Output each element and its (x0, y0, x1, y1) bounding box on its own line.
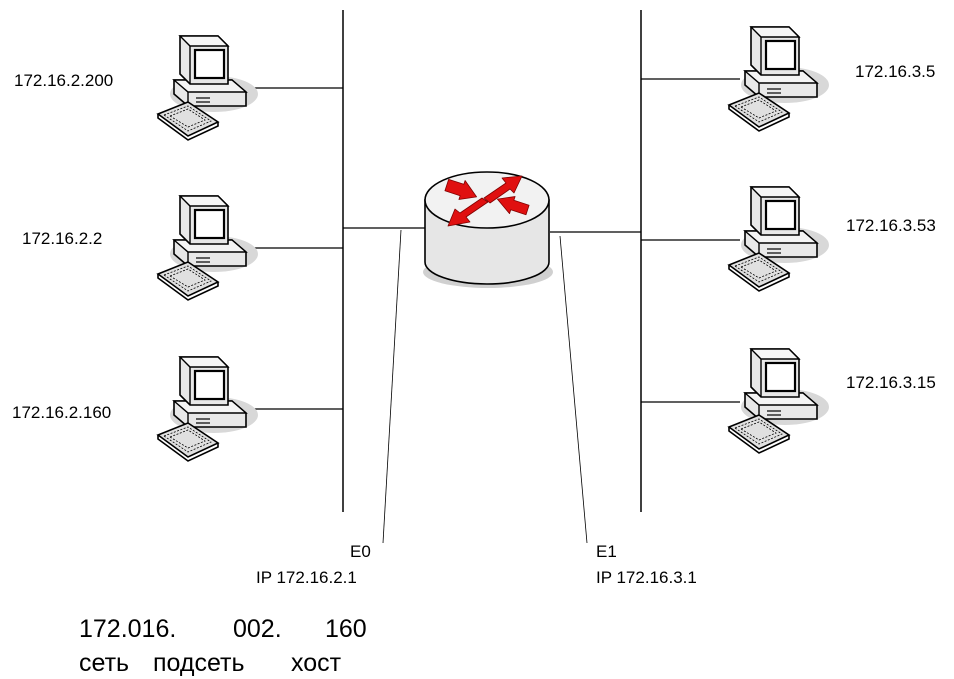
address-part-subnet: 002. (233, 615, 282, 643)
interface-e1-name: E1 (596, 542, 617, 561)
host-ip-label: 172.16.3.15 (846, 373, 936, 392)
interface-e0-name: E0 (350, 542, 371, 561)
computer-icon (156, 34, 260, 142)
router-icon (423, 171, 553, 288)
interface-e0-ip: IP 172.16.2.1 (256, 568, 357, 587)
address-label-subnet: подсеть (153, 649, 245, 677)
e0-leader-line (382, 229, 402, 544)
host-ip-label: 172.16.2.2 (22, 229, 102, 248)
e1-leader-line (559, 235, 588, 544)
address-part-host: 160 (325, 615, 367, 643)
host-ip-label: 172.16.3.53 (846, 216, 936, 235)
host-ip-label: 172.16.3.5 (855, 62, 935, 81)
host-ip-label: 172.16.2.200 (14, 71, 113, 90)
address-part-network: 172.016. (79, 615, 176, 643)
computer-icon (727, 25, 831, 133)
computer-icon (156, 194, 260, 302)
address-label-network: сеть (79, 649, 129, 677)
address-label-host: хост (291, 649, 342, 677)
computer-icon (727, 185, 831, 293)
interface-e1-ip: IP 172.16.3.1 (596, 568, 697, 587)
host-ip-label: 172.16.2.160 (12, 403, 111, 422)
computer-icon (727, 347, 831, 455)
computer-icon (156, 355, 260, 463)
